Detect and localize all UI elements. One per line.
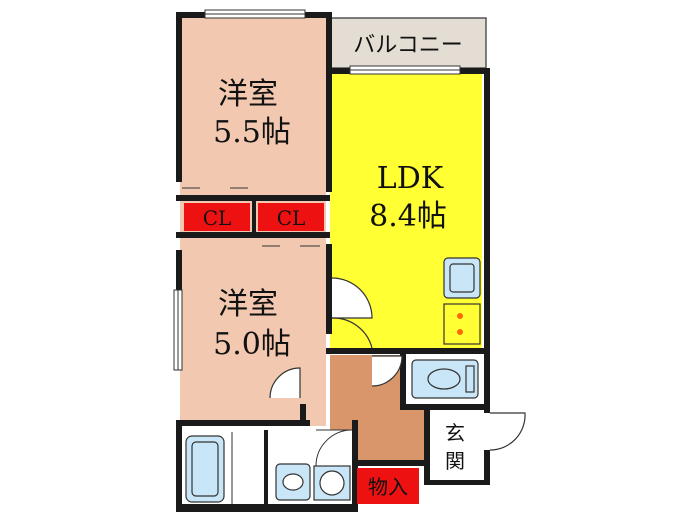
closet-label-1: CL: [203, 206, 232, 230]
entrance-label-top: 玄: [445, 421, 465, 445]
western-room-1-name: 洋室: [218, 77, 278, 112]
fixtures: [185, 257, 481, 504]
western-room-2-name: 洋室: [218, 287, 278, 322]
balcony-floor: [329, 17, 487, 69]
entrance-floor: [428, 410, 484, 482]
closet-2: [258, 203, 324, 231]
entrance-label-bottom: 関: [445, 449, 465, 473]
storage-box: [357, 468, 419, 504]
western-room-1-size: 5.5帖: [213, 115, 291, 150]
windows: [173, 9, 461, 371]
balcony-label: バルコニー: [353, 33, 463, 58]
western-room-2-floor: [180, 236, 326, 426]
closet-1: [184, 203, 250, 231]
closet-label-2: CL: [277, 206, 306, 230]
western-room-1-floor: [180, 18, 326, 200]
ldk-size: 8.4帖: [369, 199, 447, 234]
ldk-name: LDK: [377, 161, 444, 196]
stove: [443, 303, 481, 345]
doors: [182, 187, 526, 467]
western-room-2-size: 5.0帖: [213, 327, 291, 362]
storage-label: 物入: [368, 475, 408, 499]
